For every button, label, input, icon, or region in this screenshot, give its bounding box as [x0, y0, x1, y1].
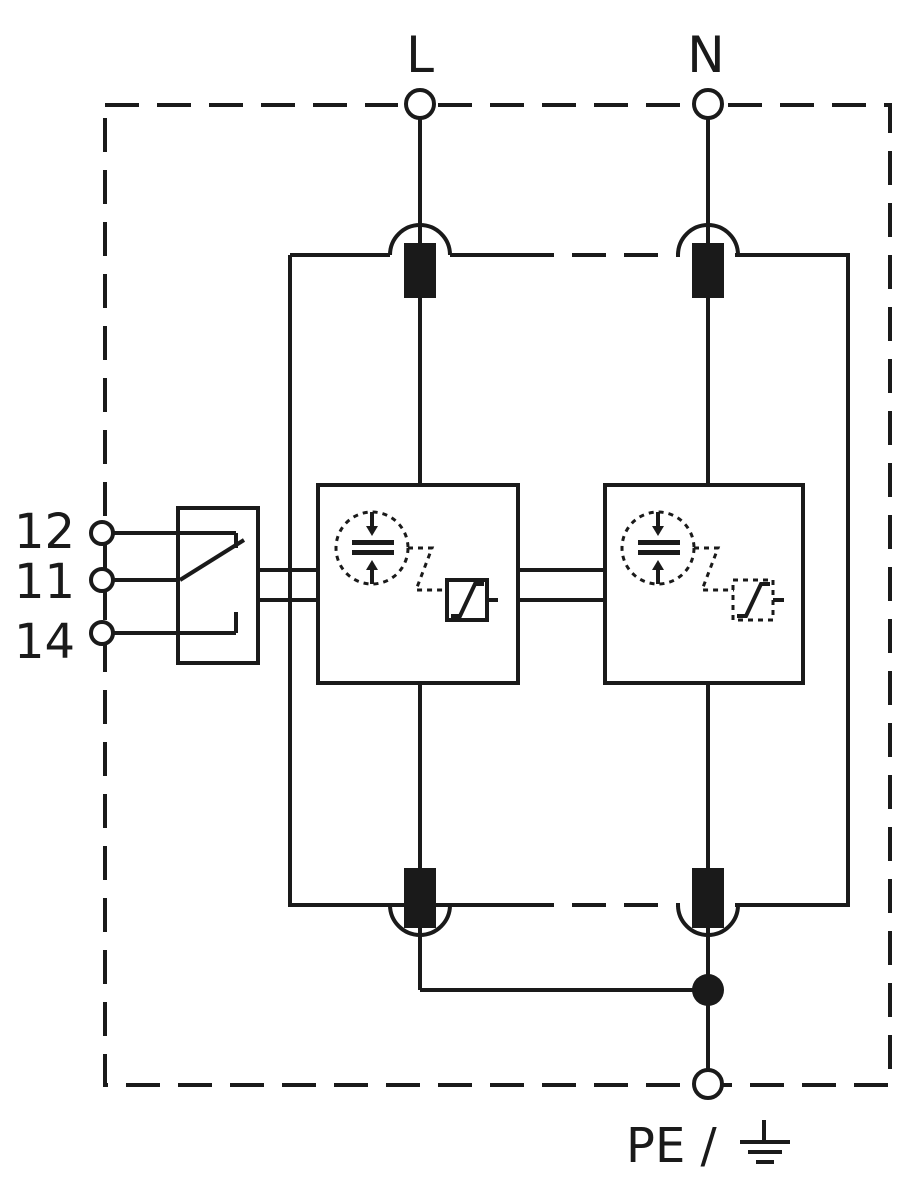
aux-terminal-12: [89, 520, 115, 546]
protection-module-n: [603, 483, 805, 685]
terminal-label-n: N: [687, 26, 724, 84]
terminal-n: [692, 88, 724, 120]
aux-terminal-11: [89, 567, 115, 593]
plug-contact-top-n: [692, 243, 724, 298]
line-conductor: [418, 118, 708, 992]
terminal-label-l: L: [406, 26, 434, 84]
aux-label-12: 12: [14, 504, 75, 560]
pe-junction-dot: [692, 974, 724, 1006]
earth-ground-icon: [740, 1120, 790, 1164]
aux-label-14: 14: [14, 614, 75, 670]
varistor-icon: [445, 578, 498, 622]
plug-contact-bottom-n: [692, 868, 724, 928]
terminal-pe: [692, 1068, 724, 1100]
protection-module-l: [316, 483, 520, 685]
aux-terminal-14: [89, 620, 115, 646]
aux-label-11: 11: [14, 554, 75, 610]
remote-signal-contact: [112, 506, 260, 665]
thermal-disconnector-icon: [620, 510, 734, 592]
mechanical-coupling: [258, 568, 605, 602]
plug-contact-bottom-l: [404, 868, 436, 928]
inner-module-frame: [288, 253, 850, 907]
plug-contact-top-l: [404, 243, 436, 298]
varistor-icon: [731, 578, 784, 622]
thermal-disconnector-icon: [334, 510, 448, 592]
terminal-l: [404, 88, 436, 120]
terminal-label-pe: PE /: [626, 1118, 718, 1174]
outer-enclosure: [103, 103, 892, 1087]
